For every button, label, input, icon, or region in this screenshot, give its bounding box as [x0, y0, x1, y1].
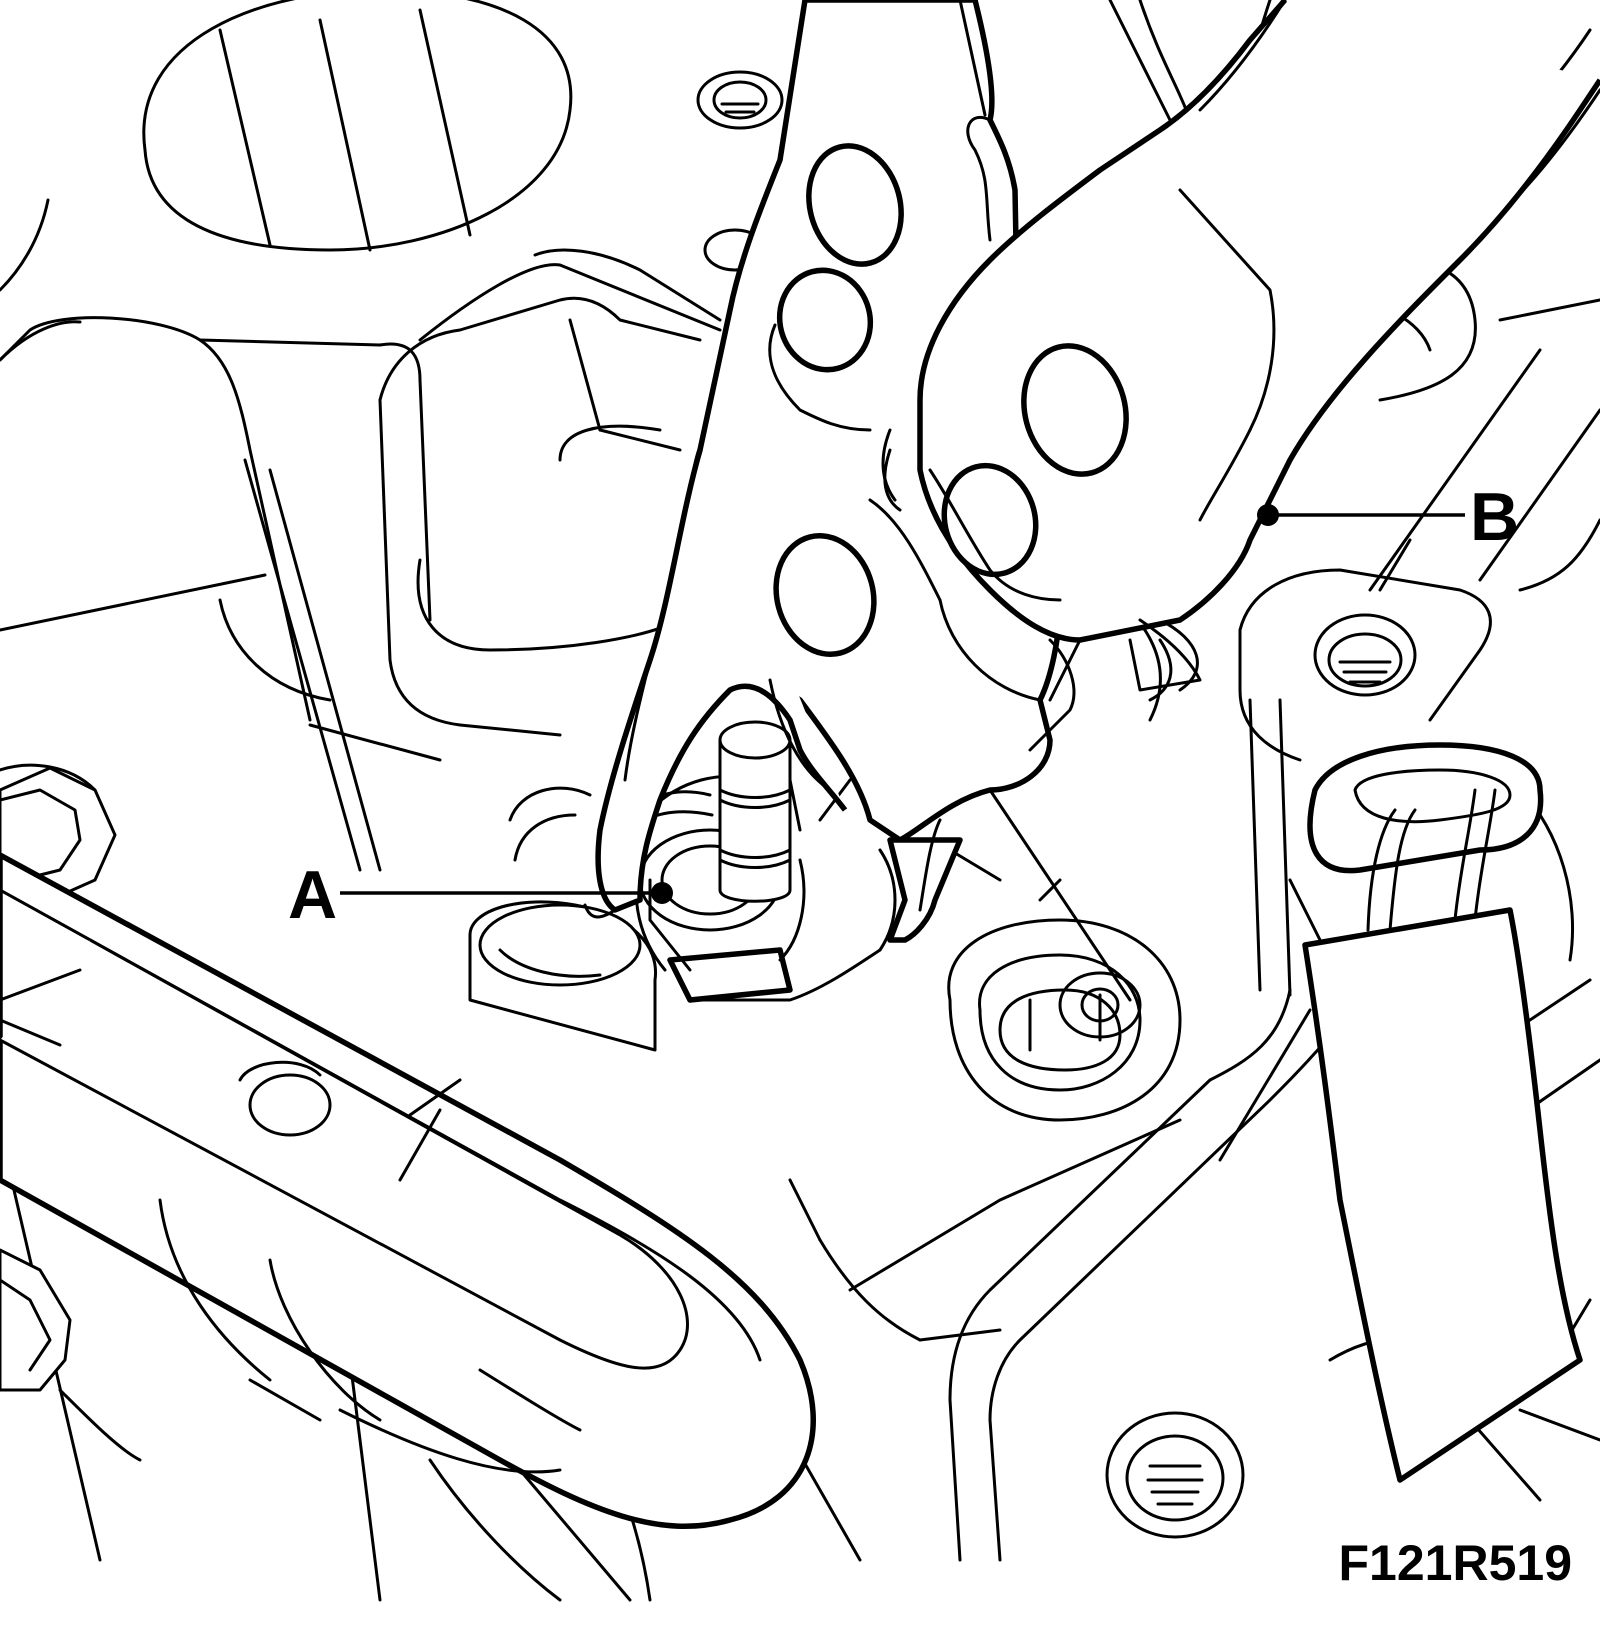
callout-a-label: A — [288, 857, 337, 933]
callout-b-dot — [1257, 504, 1279, 526]
figure-reference: F121R519 — [1339, 1535, 1573, 1591]
lower-bolt — [0, 1248, 142, 1462]
callout-a: A — [288, 857, 673, 933]
callout-b: B — [1257, 479, 1519, 555]
cable-loop — [1288, 742, 1583, 1483]
pliers-handle-b — [917, 0, 1600, 752]
callout-b-label: B — [1470, 479, 1519, 555]
slotted-arm — [0, 852, 816, 1529]
callout-a-dot — [651, 882, 673, 904]
pliers-tool — [583, 0, 1063, 943]
